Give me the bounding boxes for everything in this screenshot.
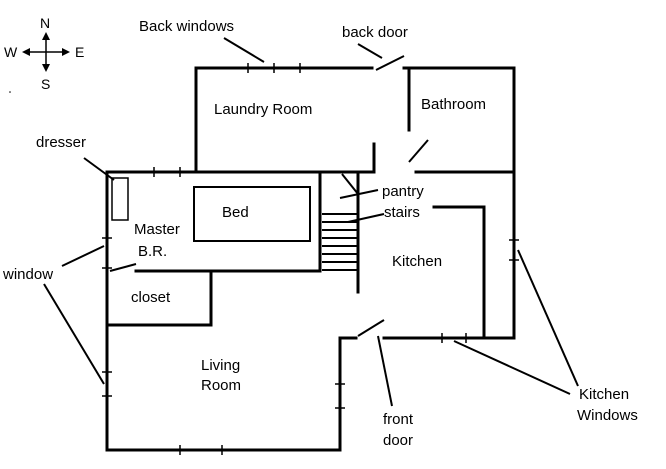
pantry-label: pantry [382, 183, 424, 200]
compass-east-arrow [62, 48, 70, 56]
doors [109, 55, 429, 337]
laundry-room-label: Laundry Room [214, 101, 312, 118]
back-door-label: back door [342, 24, 408, 41]
master-label: Master [134, 221, 180, 238]
stairs [322, 213, 357, 271]
kitchen-windows-leader-south [453, 340, 571, 395]
bed-label: Bed [222, 204, 249, 221]
compass-west-label: W [4, 44, 18, 60]
compass-rose: N S W E [4, 15, 84, 92]
compass-north-arrow [42, 32, 50, 40]
front-door-label-line1: front [383, 411, 414, 428]
walls [105, 66, 516, 452]
back-windows-leader [223, 37, 265, 63]
window-leader-upper [61, 245, 105, 267]
compass-south-arrow [42, 64, 50, 72]
bed-shape [193, 186, 311, 242]
window-leader-lower [43, 283, 105, 385]
pantry-leader [339, 189, 379, 199]
stairs-leader [347, 213, 385, 223]
room-labels: Laundry Room Bathroom Bed Master B.R. cl… [131, 96, 486, 394]
closet-door [109, 263, 137, 272]
stairs-label: stairs [384, 204, 420, 221]
back-windows-label: Back windows [139, 18, 234, 35]
back-door-leader [357, 43, 383, 59]
front-door-label-line2: door [383, 432, 413, 449]
front-door [357, 319, 385, 337]
window-ticks [102, 63, 519, 455]
dresser-shape [111, 177, 129, 221]
bathroom-door [408, 139, 429, 163]
furniture [111, 177, 311, 242]
kitchen-windows-label-line2: Windows [577, 407, 638, 424]
living-label: Living [201, 357, 240, 374]
kitchen-windows-leader-east [517, 249, 579, 387]
dresser-label: dresser [36, 134, 86, 151]
leader-lines [43, 37, 579, 407]
closet-label: closet [131, 289, 171, 306]
kitchen-windows-label-line1: Kitchen [579, 386, 629, 403]
kitchen-label: Kitchen [392, 253, 442, 270]
back-door [375, 55, 405, 71]
pantry-door [341, 173, 359, 195]
window-label: window [2, 266, 53, 283]
compass-north-label: N [40, 15, 50, 31]
compass-west-arrow [22, 48, 30, 56]
dresser-leader [83, 157, 115, 181]
compass-south-label: S [41, 76, 50, 92]
bathroom-label: Bathroom [421, 96, 486, 113]
stray-dot [9, 91, 11, 93]
compass-east-label: E [75, 44, 84, 60]
master-br-label: B.R. [138, 243, 167, 260]
front-door-leader [377, 335, 393, 407]
callout-labels: Back windows back door dresser pantry st… [2, 18, 638, 449]
living-room-label: Room [201, 377, 241, 394]
